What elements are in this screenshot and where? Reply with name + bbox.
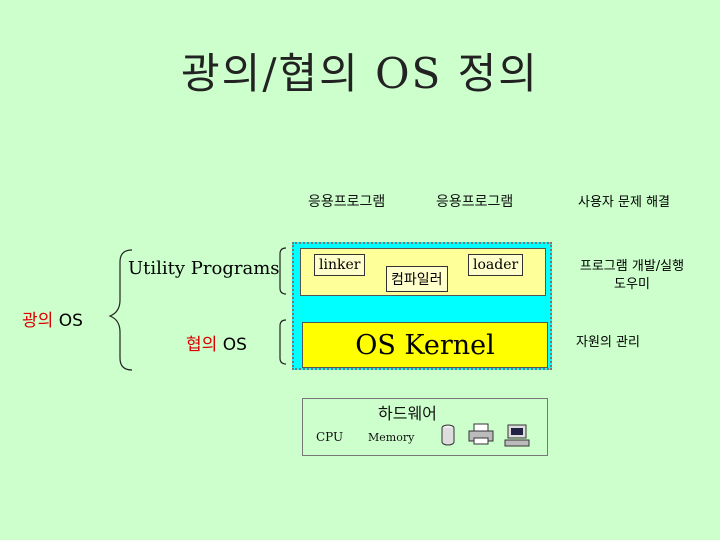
program-dev-line2: 도우미	[614, 277, 650, 292]
program-dev-line1: 프로그램 개발/실행	[579, 259, 685, 274]
user-problem-label: 사용자 문제 해결	[578, 195, 670, 210]
broad-os-label: 광의 OS	[22, 306, 83, 331]
narrow-os-text: OS	[222, 335, 247, 355]
app-program-label-1: 응용프로그램	[308, 194, 386, 210]
resource-mgmt-label: 자원의 관리	[576, 335, 640, 350]
broad-os-red: 광의	[22, 311, 54, 331]
loader-box: loader	[468, 254, 524, 276]
app-program-label-2: 응용프로그램	[436, 194, 514, 210]
narrow-os-label: 협의 OS	[186, 330, 247, 355]
computer-icon	[504, 424, 530, 447]
page-title: 광의/협의 OS 정의	[181, 49, 539, 98]
bracket-lines	[108, 247, 287, 371]
os-kernel-box: OS Kernel	[302, 322, 548, 368]
cpu-label: CPU	[316, 430, 344, 444]
program-dev-label: 프로그램 개발/실행 도우미	[552, 258, 712, 294]
memory-label: Memory	[368, 431, 415, 444]
utility-bracket	[279, 247, 287, 295]
disk-icon	[441, 424, 455, 446]
narrow-os-bracket	[279, 319, 287, 365]
printer-icon	[468, 423, 494, 445]
broad-os-brace	[108, 249, 133, 371]
hardware-title: 하드웨어	[378, 404, 437, 423]
linker-box: linker	[314, 254, 366, 276]
narrow-os-red: 협의	[186, 335, 218, 355]
broad-os-text: OS	[58, 311, 83, 331]
compiler-box: 컴파일러	[386, 266, 448, 292]
utility-programs-label: Utility Programs	[128, 258, 280, 279]
